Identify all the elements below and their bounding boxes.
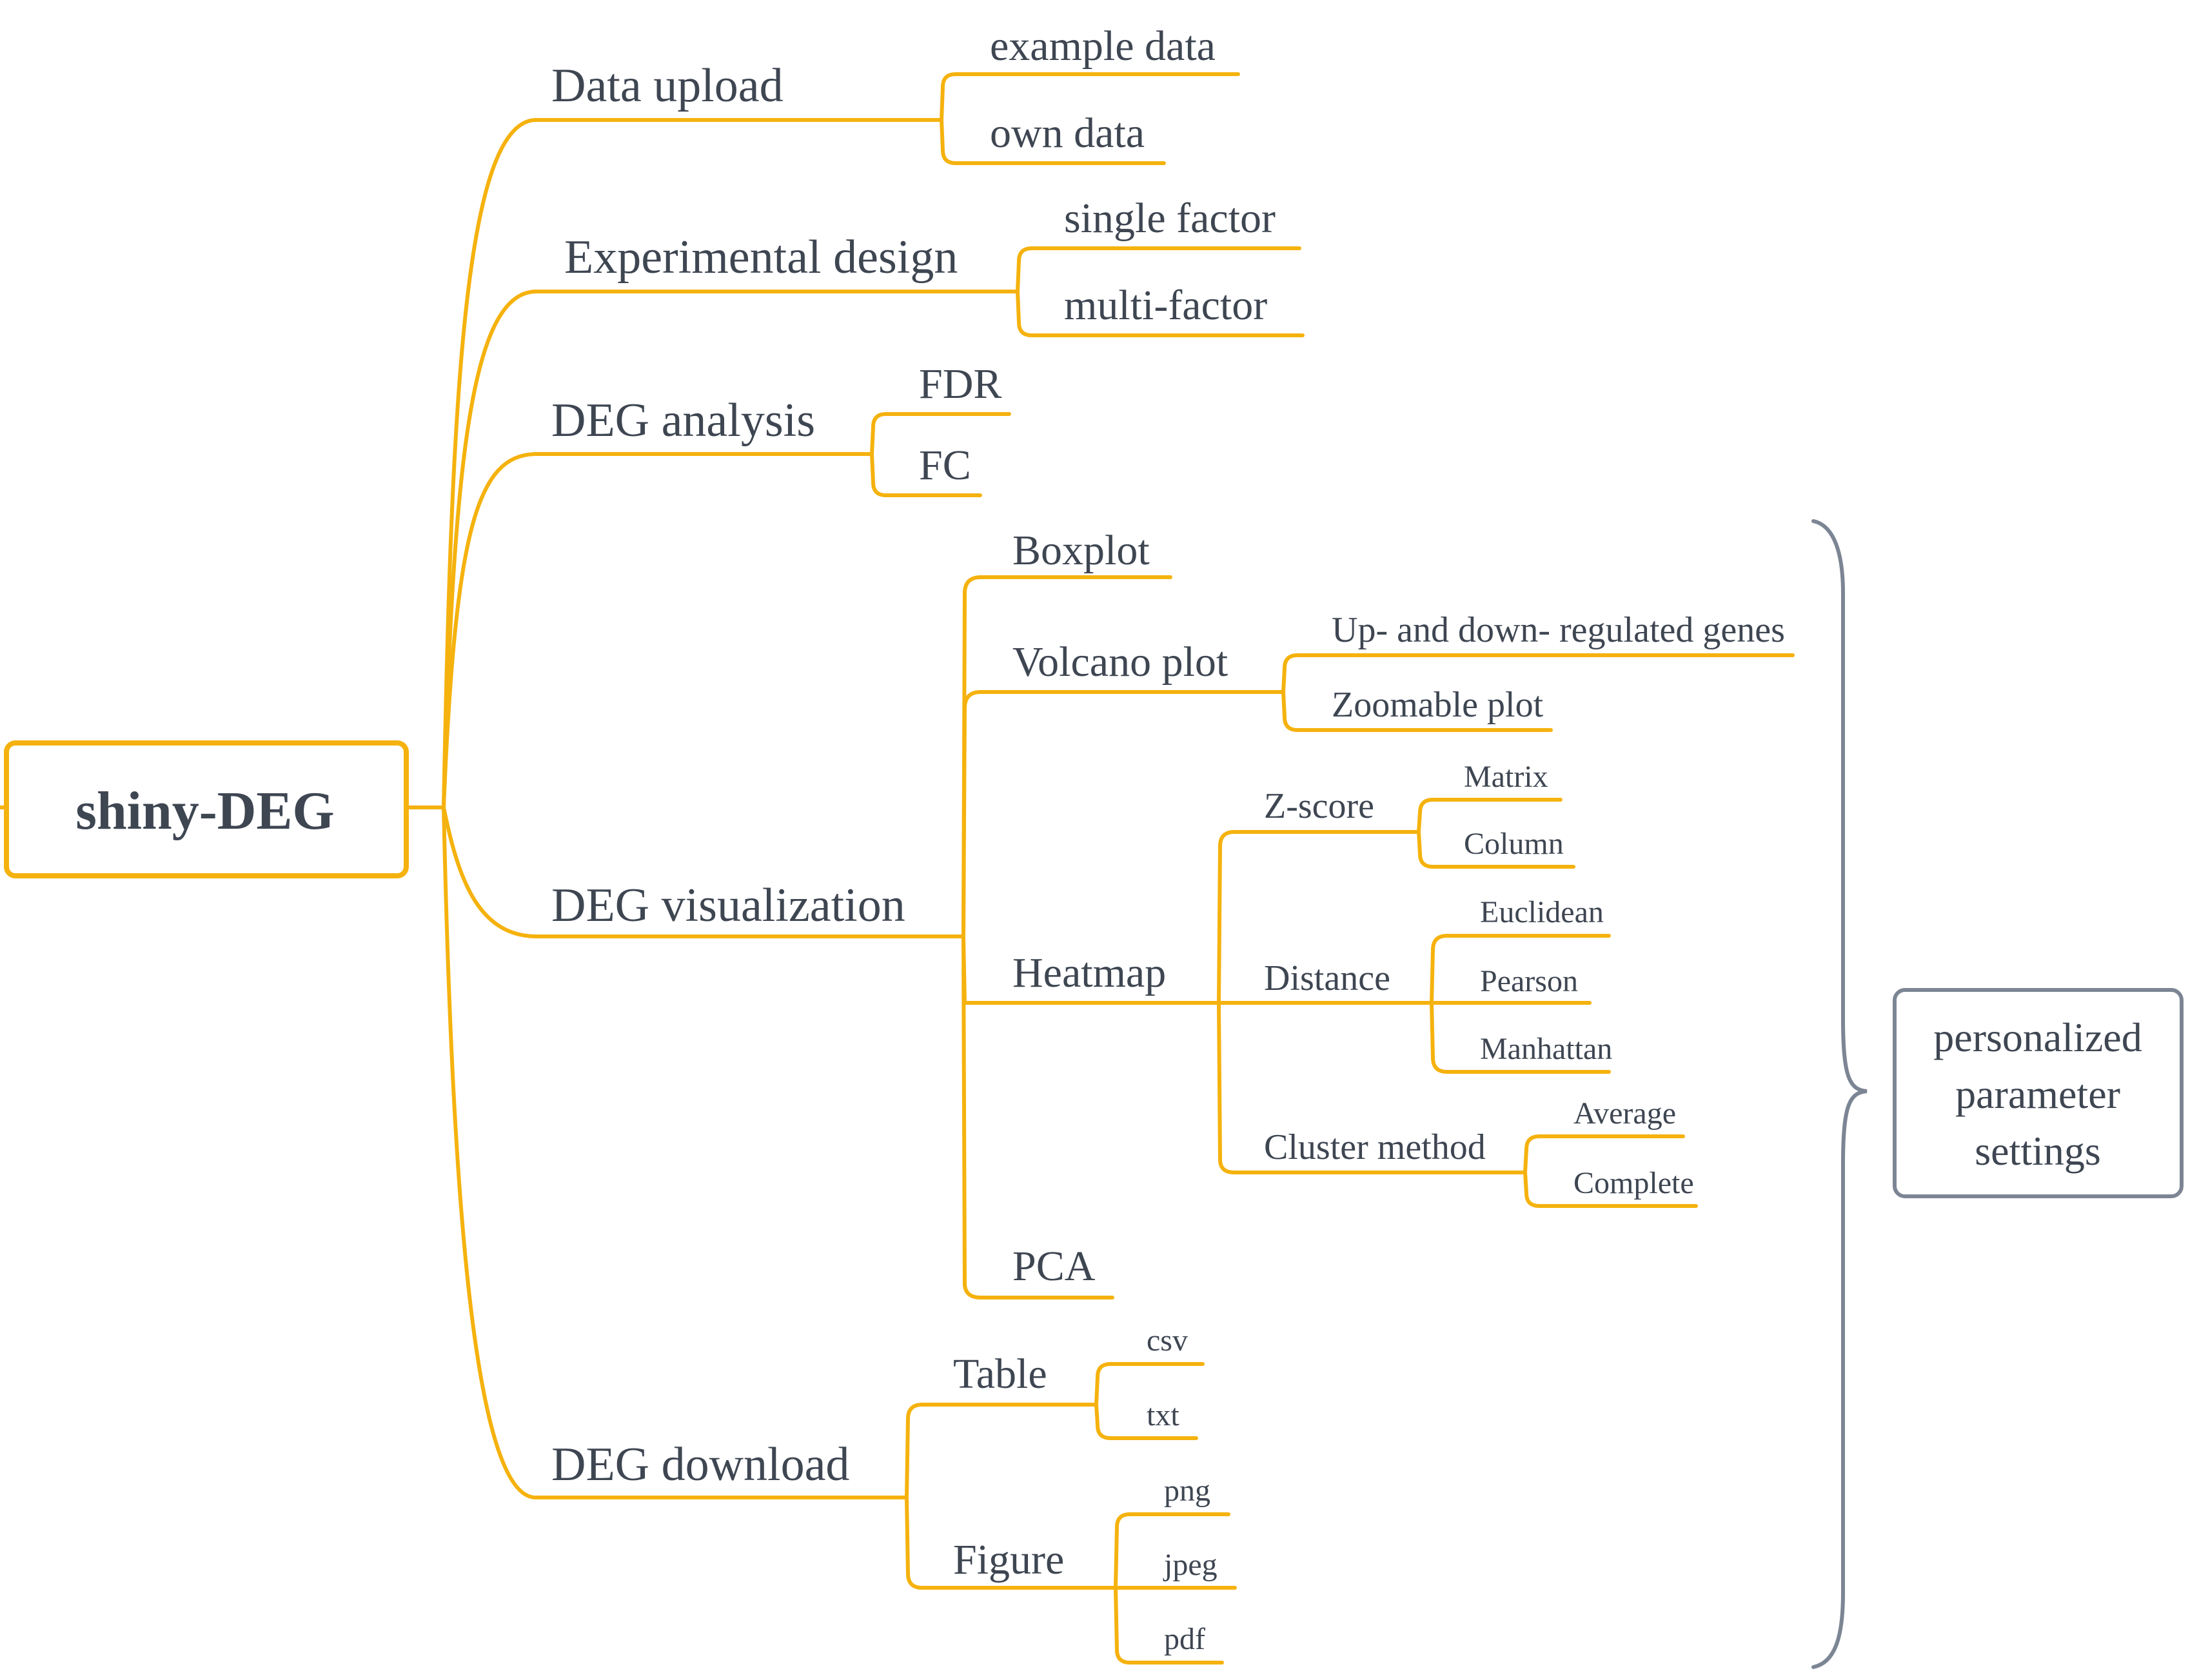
png-label: png <box>1164 1474 1210 1508</box>
cluster-method-label: Cluster method <box>1264 1127 1486 1167</box>
manhattan-label: Manhattan <box>1480 1032 1612 1066</box>
zscore-label: Z-score <box>1264 786 1374 826</box>
complete-label: Complete <box>1573 1166 1694 1200</box>
deg-visualization-label: DEG visualization <box>551 879 905 932</box>
annotation-line-3: settings <box>1975 1128 2101 1174</box>
own-data-label: own data <box>990 110 1145 157</box>
distance-label: Distance <box>1264 958 1390 998</box>
jpeg-label: jpeg <box>1163 1548 1218 1582</box>
data-upload-label: Data upload <box>551 59 784 112</box>
connector-data-upload <box>442 118 943 809</box>
pearson-label: Pearson <box>1480 964 1578 998</box>
annotation-box: personalized parameter settings <box>1893 988 2184 1198</box>
volcano-plot-label: Volcano plot <box>1012 638 1228 686</box>
txt-label: txt <box>1147 1398 1179 1432</box>
heatmap-label: Heatmap <box>1012 949 1166 996</box>
connector-deg-analysis <box>442 452 874 809</box>
branch-deg-visualization[interactable]: DEG visualization Boxplot Volcano plot H… <box>551 527 1795 1300</box>
heatmap-children[interactable]: Z-score Distance Cluster method Matrix C… <box>1217 760 1698 1208</box>
multi-factor-label: multi-factor <box>1064 282 1267 329</box>
pca-label: PCA <box>1012 1243 1096 1290</box>
root-label: shiny-DEG <box>75 781 334 841</box>
pdf-label: pdf <box>1164 1622 1205 1656</box>
connector-experimental-design <box>442 290 1020 809</box>
connector-deg-download <box>442 805 909 1499</box>
deg-download-label: DEG download <box>551 1438 849 1491</box>
annotation-line-1: personalized <box>1933 1014 2142 1060</box>
branch-experimental-design[interactable]: Experimental design single factor multi-… <box>564 195 1305 337</box>
fc-label: FC <box>919 442 971 489</box>
boxplot-label: Boxplot <box>1012 527 1150 574</box>
up-down-regulated-label: Up- and down- regulated genes <box>1332 610 1785 650</box>
branch-deg-download[interactable]: DEG download Table Figure csv txt png jp… <box>551 1323 1237 1665</box>
fdr-label: FDR <box>919 361 1001 408</box>
volcano-children[interactable]: Up- and down- regulated genes Zoomable p… <box>1281 610 1795 732</box>
average-label: Average <box>1573 1096 1676 1131</box>
example-data-label: example data <box>990 23 1216 70</box>
table-label: Table <box>953 1350 1047 1398</box>
euclidean-label: Euclidean <box>1480 895 1604 929</box>
deg-analysis-label: DEG analysis <box>551 394 815 447</box>
figure-label: Figure <box>953 1536 1064 1583</box>
branch-deg-analysis[interactable]: DEG analysis FDR FC <box>551 361 1011 497</box>
matrix-label: Matrix <box>1464 760 1548 794</box>
parameter-bracket <box>1811 519 1868 1669</box>
root-node[interactable]: shiny-DEG <box>4 740 409 878</box>
csv-label: csv <box>1147 1323 1188 1358</box>
annotation-line-2: parameter <box>1955 1071 2120 1117</box>
experimental-design-label: Experimental design <box>564 231 958 284</box>
single-factor-label: single factor <box>1064 195 1276 242</box>
column-label: Column <box>1464 827 1564 861</box>
root-connectors <box>0 118 1020 1499</box>
zoomable-plot-label: Zoomable plot <box>1332 685 1544 725</box>
connector-deg-visualization <box>442 805 965 938</box>
branch-data-upload[interactable]: Data upload example data own data <box>551 23 1240 165</box>
